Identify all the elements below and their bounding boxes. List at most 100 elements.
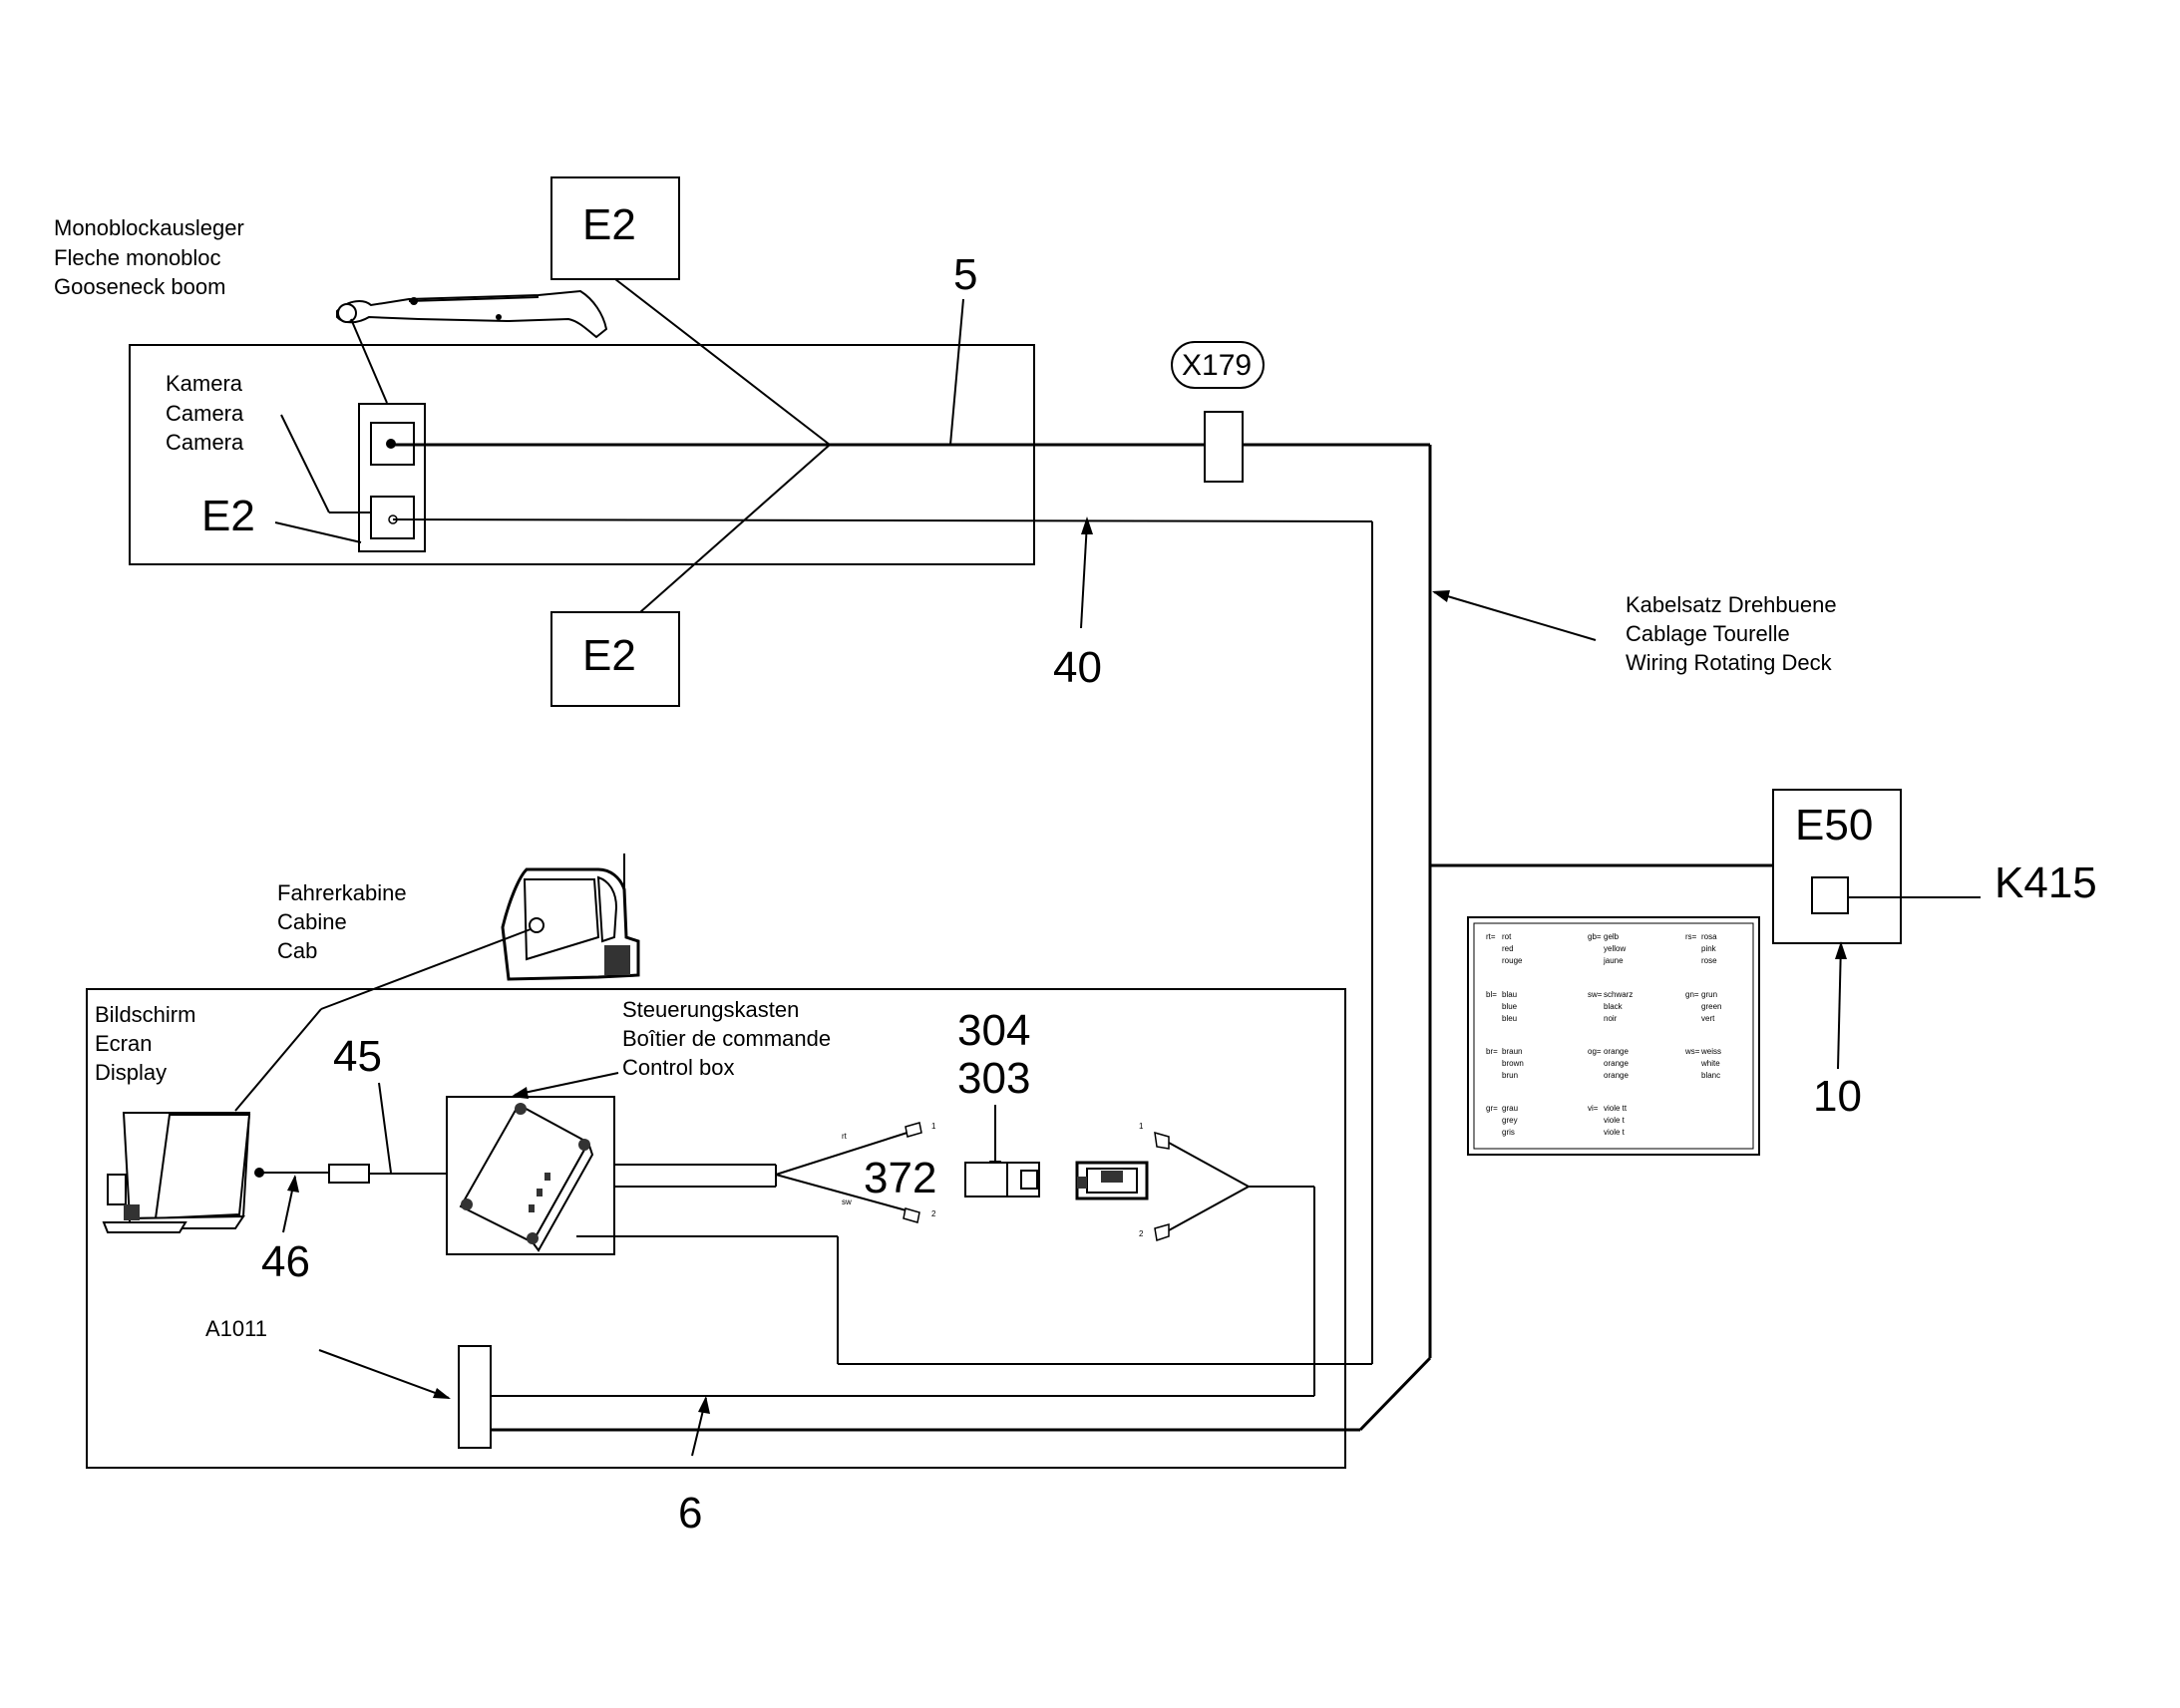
legend-cell-text: orange <box>1604 1059 1629 1068</box>
connector-plug-icon <box>1075 1161 1149 1200</box>
ref-40: 40 <box>1053 643 1102 692</box>
boom-zone-frame <box>129 344 1035 565</box>
mark-rt: rt <box>842 1132 848 1141</box>
legend-cell-text: rose <box>1701 956 1717 965</box>
label-control-box-en: Control box <box>622 1055 735 1080</box>
legend-cell-text: ws= <box>1684 1047 1700 1056</box>
ref-45: 45 <box>333 1032 382 1081</box>
legend-cell-text: grey <box>1502 1116 1518 1125</box>
legend-cell-text: rouge <box>1502 956 1523 965</box>
legend-cell-text: weiss <box>1700 1047 1721 1056</box>
label-wiring-de: Kabelsatz Drehbuene <box>1626 592 1837 617</box>
x179-badge <box>1171 341 1265 389</box>
display-monitor-icon <box>102 1112 251 1233</box>
display-plug <box>328 1164 370 1184</box>
mark-sw: sw <box>842 1197 852 1206</box>
legend-cell-text: orange <box>1604 1047 1629 1056</box>
legend-cell-text: gr= <box>1486 1104 1498 1113</box>
e50-box <box>1772 789 1902 944</box>
label-gooseneck-de: Monoblockausleger <box>54 215 244 240</box>
mark-rt-pin1: 1 <box>931 1122 936 1131</box>
label-control-box-fr: Boîtier de commande <box>622 1026 831 1051</box>
legend-cell-text: brun <box>1502 1071 1518 1080</box>
ref-6: 6 <box>678 1489 702 1537</box>
legend-cell-text: braun <box>1502 1047 1522 1056</box>
legend-cell-text: gris <box>1502 1128 1515 1137</box>
legend-cell-text: blau <box>1502 990 1517 999</box>
label-cab-de: Fahrerkabine <box>277 880 407 905</box>
label-gooseneck: Monoblockausleger Fleche monobloc Goosen… <box>54 215 244 299</box>
label-wiring: Kabelsatz Drehbuene Cablage Tourelle Wir… <box>1626 592 1837 675</box>
k415-element <box>1811 876 1849 914</box>
label-camera: Kamera Camera Camera <box>166 371 244 455</box>
label-cab-en: Cab <box>277 938 317 963</box>
label-gooseneck-fr: Fleche monobloc <box>54 245 221 270</box>
ref-e2-mid: E2 <box>582 631 636 680</box>
label-display-de: Bildschirm <box>95 1002 195 1027</box>
legend-cell-text: yellow <box>1604 944 1626 953</box>
label-gooseneck-en: Gooseneck boom <box>54 274 225 299</box>
ref-k415: K415 <box>1995 858 2097 907</box>
label-wiring-fr: Cablage Tourelle <box>1626 621 1790 646</box>
label-cab: Fahrerkabine Cabine Cab <box>277 880 407 963</box>
ref-10: 10 <box>1813 1072 1862 1121</box>
legend-cell-text: rt= <box>1486 932 1496 941</box>
legend-cell-text: red <box>1502 944 1514 953</box>
legend-cell-text: gelb <box>1604 932 1620 941</box>
gooseneck-boom-icon <box>336 289 608 339</box>
legend-cell-text: gn= <box>1685 990 1699 999</box>
legend-cell-text: blanc <box>1701 1071 1720 1080</box>
legend-cell-text: viole t <box>1604 1116 1626 1125</box>
legend-cell-text: noir <box>1604 1014 1618 1023</box>
legend-cell-text: brown <box>1502 1059 1524 1068</box>
ref-e2-top: E2 <box>582 200 636 249</box>
ref-box-e2-mid <box>550 611 680 707</box>
label-camera-en: Camera <box>166 430 244 455</box>
legend-cell-text: schwarz <box>1604 990 1633 999</box>
x179-connector <box>1204 411 1244 483</box>
label-wiring-en: Wiring Rotating Deck <box>1626 650 1833 675</box>
ref-304: 304 <box>957 1006 1030 1055</box>
label-display-fr: Ecran <box>95 1031 152 1056</box>
connector-housing-303 <box>964 1162 1010 1197</box>
legend-cell-text: green <box>1701 1002 1721 1011</box>
legend-cell-text: rot <box>1502 932 1512 941</box>
legend-cell-text: orange <box>1604 1071 1629 1080</box>
driver-cab-icon <box>501 854 640 981</box>
legend-cell-text: pink <box>1701 944 1717 953</box>
camera-module <box>358 403 426 552</box>
ref-e50: E50 <box>1795 801 1873 850</box>
label-display-en: Display <box>95 1060 167 1085</box>
legend-cell-text: vert <box>1701 1014 1715 1023</box>
legend-cell-text: br= <box>1486 1047 1498 1056</box>
color-legend-card: rt=rotredrougegb=gelbyellowjauners=rosap… <box>1467 916 1760 1156</box>
legend-cell-text: grun <box>1701 990 1717 999</box>
label-control-box-de: Steuerungskasten <box>622 997 799 1022</box>
ref-372: 372 <box>864 1154 936 1202</box>
legend-cell-text: og= <box>1588 1047 1602 1056</box>
label-cab-fr: Cabine <box>277 909 347 934</box>
legend-cell-text: gb= <box>1588 932 1602 941</box>
legend-cell-text: viole tt <box>1604 1104 1628 1113</box>
legend-cell-text: sw= <box>1588 990 1603 999</box>
control-box-frame <box>446 1096 615 1255</box>
legend-cell-text: rs= <box>1685 932 1697 941</box>
label-display: Bildschirm Ecran Display <box>95 1002 195 1085</box>
legend-cell-text: viole t <box>1604 1128 1626 1137</box>
legend-cell-text: grau <box>1502 1104 1518 1113</box>
ref-46: 46 <box>261 1237 310 1286</box>
control-box-icon <box>459 1103 594 1252</box>
legend-cell-text: blue <box>1502 1002 1518 1011</box>
legend-cell-text: jaune <box>1603 956 1624 965</box>
label-control-box: Steuerungskasten Boîtier de commande Con… <box>622 997 831 1080</box>
ref-5: 5 <box>953 250 977 299</box>
ref-303: 303 <box>957 1054 1030 1103</box>
label-a1011: A1011 <box>205 1316 267 1341</box>
legend-cell-text: vi= <box>1588 1104 1599 1113</box>
legend-cell-text: white <box>1700 1059 1720 1068</box>
label-camera-de: Kamera <box>166 371 243 396</box>
mark-pin1: 1 <box>1139 1122 1144 1131</box>
mark-pin2: 2 <box>1139 1229 1144 1238</box>
mark-sw-pin2: 2 <box>931 1209 936 1218</box>
